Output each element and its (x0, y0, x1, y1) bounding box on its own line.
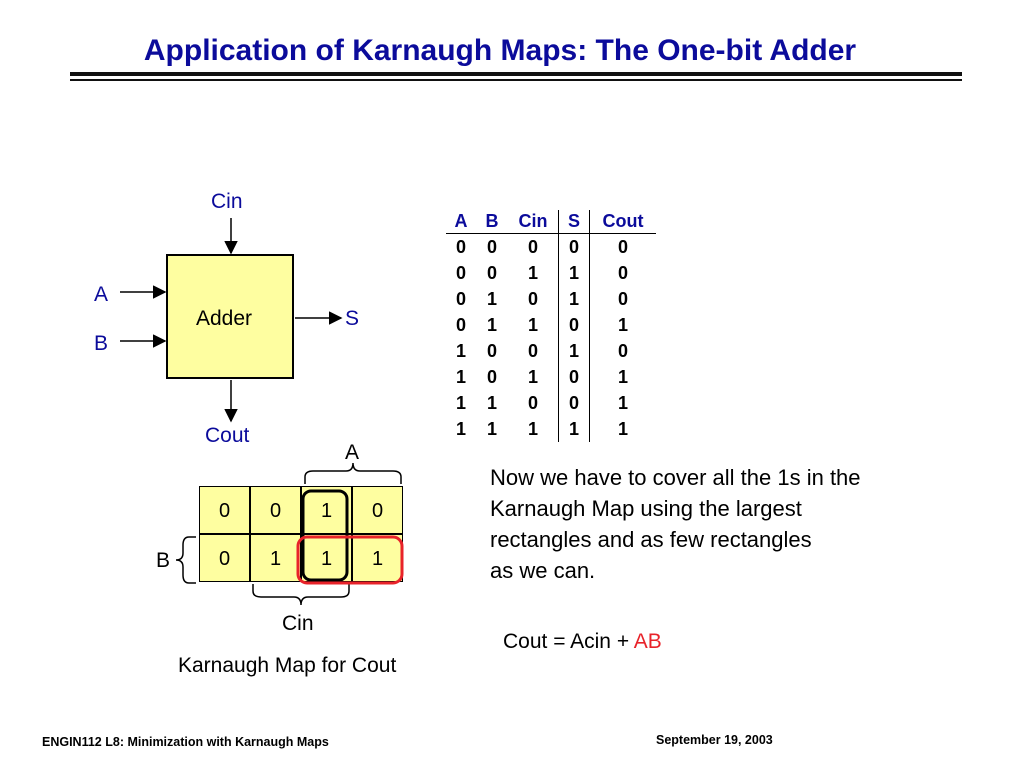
cell-b: 1 (486, 288, 497, 309)
cin-input-label: Cin (211, 190, 243, 213)
cell-a: 0 (455, 288, 466, 309)
cell-cout: 0 (617, 236, 628, 257)
table-row: 1 0 0 1 0 (446, 338, 656, 364)
cell-cin: 0 (508, 390, 559, 416)
a-brace (304, 462, 402, 484)
kmap-cell: 0 (199, 534, 250, 582)
explanation-line: Karnaugh Map using the largest (490, 496, 802, 521)
equation-highlight: AB (633, 630, 662, 653)
s-output-label: S (345, 307, 360, 330)
cell-s: 1 (558, 286, 590, 312)
cell-cin: 1 (508, 364, 559, 390)
footer-course: ENGIN112 L8: Minimization with Karnaugh … (42, 735, 329, 749)
title-underline (70, 72, 962, 76)
slide-title: Application of Karnaugh Maps: The One-bi… (143, 34, 857, 67)
cout-equation: Cout = Acin + AB (503, 630, 662, 654)
cell-s: 0 (558, 364, 590, 390)
cell-cin: 1 (508, 260, 559, 286)
table-row: 0 0 0 0 0 (446, 233, 656, 260)
table-row: 1 1 1 1 1 (446, 416, 656, 442)
kmap-group-ab (296, 535, 404, 585)
cell-b: 0 (486, 262, 497, 283)
cell-a: 0 (455, 236, 466, 257)
cell-cin: 1 (508, 312, 559, 338)
b-input-label: B (94, 332, 109, 355)
table-row: 0 1 0 1 0 (446, 286, 656, 312)
kmap-label-b: B (156, 549, 171, 572)
cell-cout: 0 (617, 340, 628, 361)
cell-b: 1 (486, 314, 497, 335)
explanation-text: Now we have to cover all the 1s in the K… (490, 462, 970, 586)
cell-a: 1 (455, 392, 466, 413)
header-b: B (476, 210, 508, 234)
cell-cout: 1 (617, 366, 628, 387)
cout-output-label: Cout (205, 424, 250, 447)
truth-table-header: A B Cin S Cout (446, 210, 656, 234)
cell-b: 1 (486, 418, 497, 439)
explanation-line: rectangles and as few rectangles (490, 527, 812, 552)
cell-a: 1 (455, 418, 466, 439)
cell-a: 0 (455, 314, 466, 335)
kmap-cell: 1 (250, 534, 301, 582)
truth-table: A B Cin S Cout 0 0 0 0 0 0 0 1 1 0 0 1 0… (446, 210, 656, 442)
explanation-line: Now we have to cover all the 1s in the (490, 465, 861, 490)
cell-cin: 0 (508, 338, 559, 364)
adder-label: Adder (196, 307, 253, 330)
table-row: 0 0 1 1 0 (446, 260, 656, 286)
table-row: 0 1 1 0 1 (446, 312, 656, 338)
cell-b: 0 (486, 340, 497, 361)
table-row: 1 0 1 0 1 (446, 364, 656, 390)
footer-date: September 19, 2003 (656, 733, 773, 747)
header-cout: Cout (589, 210, 656, 234)
cell-s: 1 (558, 260, 590, 286)
header-cin: Cin (508, 210, 559, 234)
cell-cin: 0 (508, 286, 559, 312)
cell-b: 1 (486, 392, 497, 413)
cell-cout: 1 (617, 418, 628, 439)
cell-b: 0 (486, 366, 497, 387)
cell-s: 0 (558, 390, 590, 416)
cell-cin: 1 (508, 416, 559, 442)
table-row: 1 1 0 0 1 (446, 390, 656, 416)
adder-box (166, 254, 294, 379)
cell-b: 0 (486, 236, 497, 257)
cell-a: 0 (455, 262, 466, 283)
explanation-line: as we can. (490, 558, 596, 583)
cell-a: 1 (455, 366, 466, 387)
kmap-cell: 0 (199, 486, 250, 534)
cell-cout: 1 (617, 314, 628, 335)
kmap-cell: 0 (352, 486, 403, 534)
cell-s: 1 (558, 416, 590, 442)
kmap-label-a: A (345, 441, 360, 464)
cell-s: 0 (558, 233, 590, 260)
equation-prefix: Cout = Acin + (503, 630, 634, 653)
cin-brace (252, 584, 350, 606)
kmap-label-cin: Cin (282, 612, 314, 635)
cell-s: 0 (558, 312, 590, 338)
cell-s: 1 (558, 338, 590, 364)
kmap-caption: Karnaugh Map for Cout (178, 654, 397, 677)
header-a: A (446, 210, 476, 234)
cell-cout: 0 (617, 288, 628, 309)
cell-a: 1 (455, 340, 466, 361)
b-brace (175, 536, 196, 584)
a-input-label: A (94, 283, 109, 306)
cell-cin: 0 (508, 233, 559, 260)
header-s: S (558, 210, 590, 234)
cell-cout: 1 (617, 392, 628, 413)
title-underline-thin (70, 79, 962, 81)
kmap-cell: 0 (250, 486, 301, 534)
cell-cout: 0 (617, 262, 628, 283)
